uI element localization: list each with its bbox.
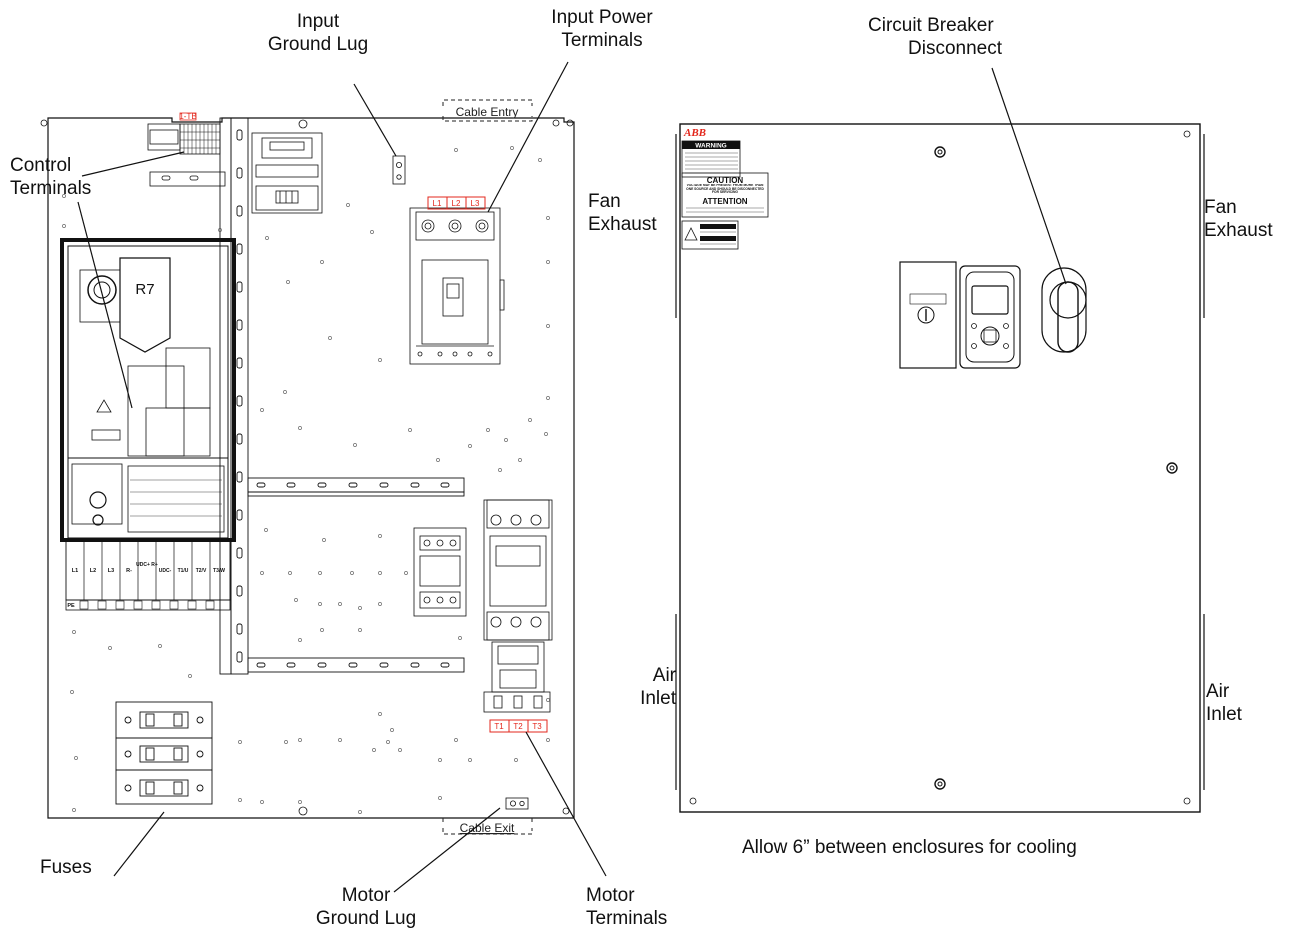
drive-module [60,238,236,611]
label-fan-exhaust-right: Fan Exhaust [1204,197,1273,241]
backplate [40,117,575,819]
drive-terminal-r-minus: R- [126,568,132,574]
label-motor-terminals: Motor Terminals [586,885,668,929]
output-terminal-t3: T3 [532,722,542,731]
caution-text: VOLTAGE MAY BE PRESENT FROM MORE THAN ON… [686,184,764,195]
horizontal-rail-upper [247,477,465,497]
callout-leader-lines [77,61,1067,893]
main-circuit-breaker [409,207,505,365]
label-fan-exhaust-left: Fan Exhaust [588,191,657,235]
cable-entry-label: Cable Entry [456,105,519,119]
attention-label: ATTENTION [702,197,747,206]
drive-terminal-l2: L2 [90,568,96,574]
drive-terminal-l1: L1 [72,568,78,574]
door-devices [899,261,1087,369]
label-air-inlet-left: Air Inlet [640,665,676,709]
overload-relay [483,641,551,713]
input-terminal-l1: L1 [433,199,442,208]
control-transformer [251,132,323,214]
drive-terminal-udc-minus: UDC- [159,568,172,574]
control-terminal-block: 1-TB [147,112,226,187]
label-circuit-breaker-disconnect: Circuit Breaker Disconnect [868,15,1002,59]
cable-exit-label: Cable Exit [460,821,515,835]
label-fuses: Fuses [40,857,92,878]
vertical-mounting-rail [219,117,249,675]
output-terminal-t1: T1 [494,722,504,731]
small-contactor [413,527,467,617]
fuse-block [115,701,213,805]
input-terminal-l2: L2 [452,199,461,208]
label-input-ground-lug: Input Ground Lug [267,11,369,55]
label-control-terminals: Control Terminals [10,155,92,199]
drive-terminal-l3: L3 [108,568,114,574]
drive-terminal-t1u: T1/U [178,568,189,574]
drive-power-terminal-labels: L1 L2 L3 R- UDC+ R+ UDC- T1/U T2/V T3/W … [67,562,225,609]
caution-label: CAUTION [707,176,744,185]
horizontal-rail-lower [247,657,465,673]
drive-terminal-udc-plus: UDC+ R+ [136,562,158,568]
input-terminal-l3: L3 [471,199,480,208]
terminal-block-tag: 1-TB [179,112,196,121]
input-ground-lug [392,155,406,185]
label-cooling-note: Allow 6” between enclosures for cooling [742,837,1077,858]
door-safety-labels: ABB WARNING CAUTION VOLTAGE MAY BE PRESE… [681,127,769,250]
warning-label: WARNING [695,143,726,150]
label-input-power-terminals: Input Power Terminals [551,7,653,51]
input-terminal-labels: L1 L2 L3 [427,196,486,210]
drive-terminal-t3w: T3/W [213,568,225,574]
label-motor-ground-lug: Motor Ground Lug [315,885,417,929]
cable-entry-box: Cable Entry [442,99,533,122]
pe-label: PE [67,603,75,609]
main-contactor [483,499,553,641]
motor-ground-lug [505,797,529,810]
drive-terminal-t2v: T2/V [196,568,207,574]
output-terminal-t2: T2 [513,722,523,731]
abb-logo: ABB [683,127,706,139]
label-air-inlet-right: Air Inlet [1206,681,1242,725]
cable-exit-box: Cable Exit [442,816,533,835]
output-terminal-labels: T1 T2 T3 [489,719,548,733]
enclosure-door [675,123,1205,813]
drive-frame-label: R7 [135,281,154,298]
